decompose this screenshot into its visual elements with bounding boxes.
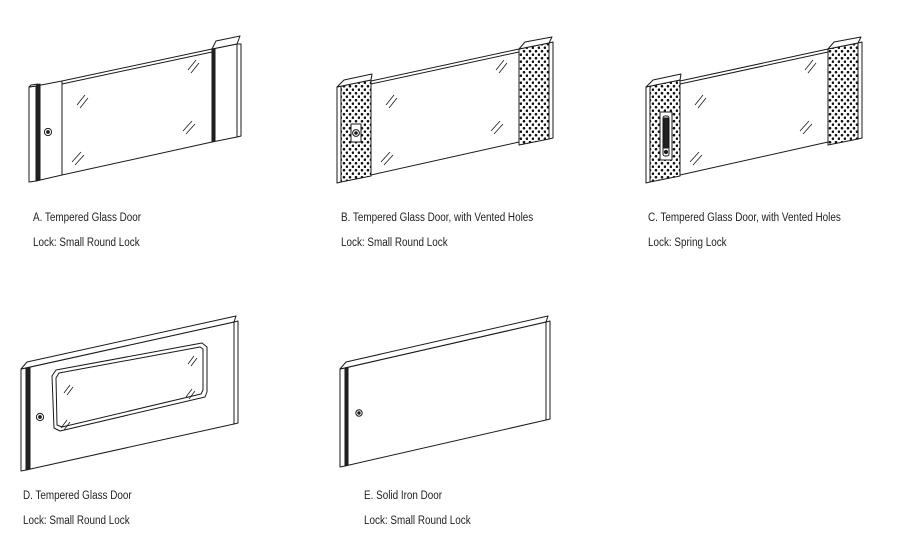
door-e-lock: Lock: Small Round Lock: [364, 515, 471, 527]
door-d-caption: D. Tempered Glass Door Lock: Small Round…: [23, 484, 132, 534]
door-d-name: D. Tempered Glass Door: [23, 490, 132, 502]
door-c-lock: Lock: Spring Lock: [648, 237, 727, 249]
door-b-drawing: [336, 36, 554, 184]
door-e-caption: E. Solid Iron Door Lock: Small Round Loc…: [364, 484, 471, 534]
door-e-name: E. Solid Iron Door: [364, 490, 443, 502]
door-a-lock: Lock: Small Round Lock: [33, 237, 140, 249]
door-c-name: C. Tempered Glass Door, with Vented Hole…: [648, 212, 841, 224]
door-c-drawing: [645, 36, 863, 184]
door-d-lock: Lock: Small Round Lock: [23, 515, 130, 527]
door-e-drawing: [339, 315, 551, 468]
door-b-lock: Lock: Small Round Lock: [341, 237, 448, 249]
door-a-caption: A. Tempered Glass Door Lock: Small Round…: [33, 206, 141, 256]
door-b-caption: B. Tempered Glass Door, with Vented Hole…: [341, 206, 533, 256]
door-a-drawing: [28, 35, 242, 183]
door-a-name: A. Tempered Glass Door: [33, 212, 142, 224]
door-c-caption: C. Tempered Glass Door, with Vented Hole…: [648, 206, 841, 256]
door-b-name: B. Tempered Glass Door, with Vented Hole…: [341, 212, 534, 224]
door-d-drawing: [20, 315, 239, 472]
